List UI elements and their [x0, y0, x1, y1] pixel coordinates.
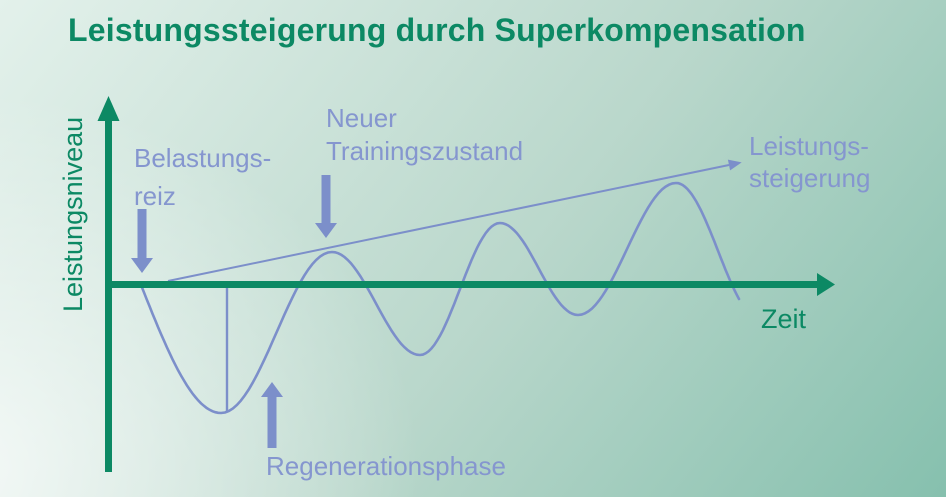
y-axis-arrowhead-icon: [97, 96, 120, 121]
label-leistungssteigerung-line1: Leistungs-: [749, 131, 869, 161]
label-neuer-trainingszustand: Neuer Trainingszustand: [326, 102, 523, 168]
regenerationsphase-arrow-icon: [261, 382, 283, 448]
label-belastungsreiz-line1: Belastungs-: [134, 143, 272, 173]
page-title: Leistungssteigerung durch Superkompensat…: [68, 12, 806, 48]
belastungsreiz-arrow-icon: [131, 209, 153, 273]
x-axis-arrowhead-icon: [817, 273, 835, 296]
label-leistungssteigerung-line2: steigerung: [749, 163, 871, 193]
label-regenerationsphase: Regenerationsphase: [266, 451, 506, 481]
label-belastungsreiz-line2: reiz: [134, 181, 176, 211]
label-leistungssteigerung: Leistungs- steigerung: [749, 130, 870, 194]
neuer-trainingszustand-arrow-icon: [315, 175, 337, 238]
label-neuer-line2: Trainingszustand: [326, 136, 524, 166]
supercompensation-curve: [139, 181, 741, 415]
trend-arrowhead-icon: [727, 159, 742, 171]
trend-line: [167, 164, 730, 282]
label-neuer-line1: Neuer: [326, 103, 397, 133]
axes: [97, 96, 835, 472]
y-axis-label: Leistungsniveau: [58, 116, 88, 312]
label-belastungsreiz: Belastungs- reiz: [134, 139, 271, 215]
x-axis-label: Zeit: [761, 304, 807, 334]
annotation-arrows: [131, 175, 337, 448]
